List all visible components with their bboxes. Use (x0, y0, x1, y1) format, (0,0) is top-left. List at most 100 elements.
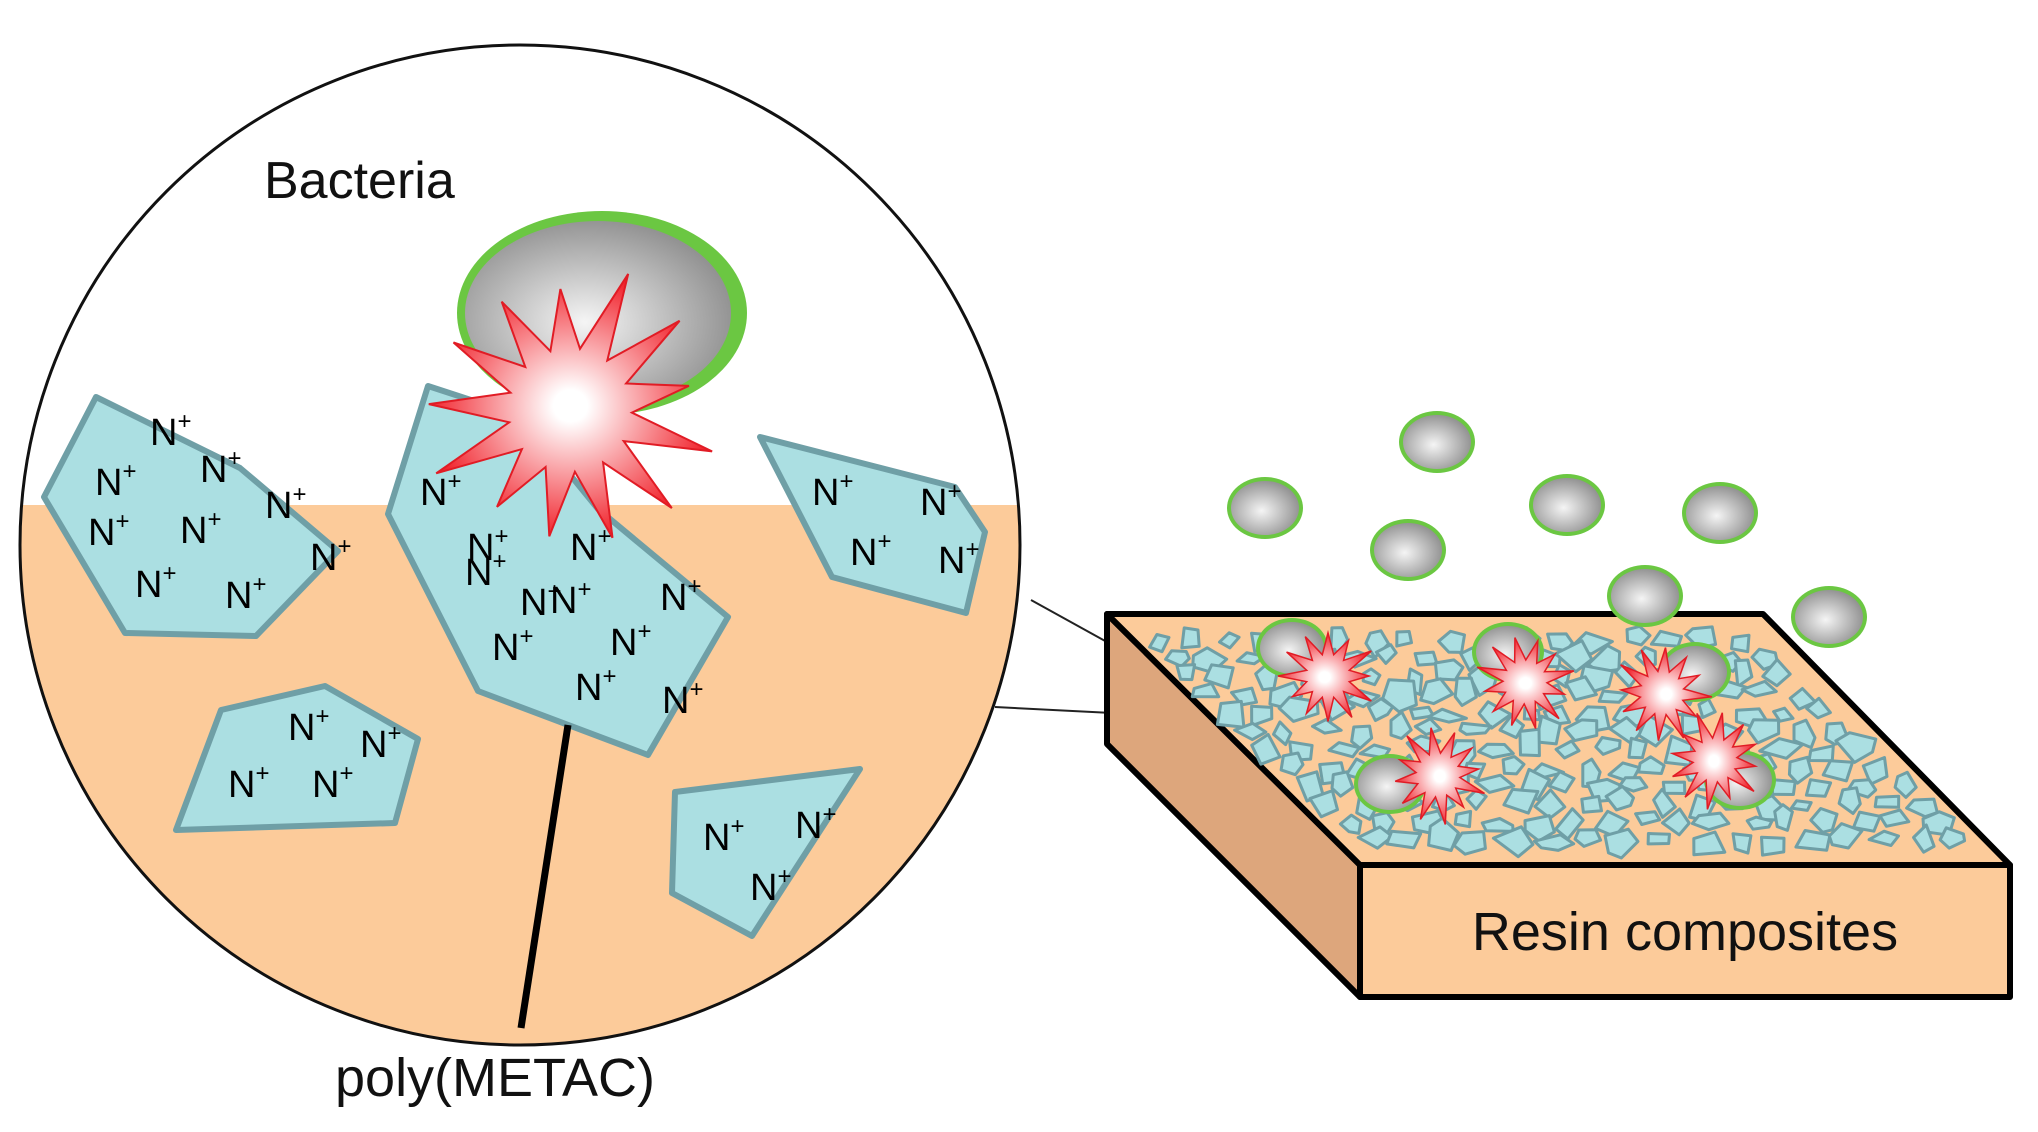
filler-particle (1627, 736, 1648, 760)
filler-particle (1272, 720, 1293, 747)
filler-particle (1453, 676, 1478, 707)
ion-labels: N+N+N+N+N+N+N+N+N+N+N+N+N+N+N+N+N+N+N+N+… (88, 408, 979, 909)
filler-particle (1789, 799, 1813, 812)
filler-particle (1661, 780, 1687, 795)
filler-particle (1603, 827, 1640, 860)
filler-particle (1547, 770, 1576, 794)
filler-particle (1453, 809, 1473, 829)
filler-particle (1277, 695, 1320, 723)
bacterium (1370, 519, 1446, 581)
filler-particle (1356, 825, 1394, 850)
filler-particle (1661, 807, 1691, 837)
filler-particle (1554, 739, 1581, 760)
burst (1669, 712, 1759, 810)
filler-particle (1358, 743, 1392, 760)
filler-particle (1473, 773, 1516, 794)
burst (1277, 629, 1372, 722)
filler-particle (1747, 718, 1781, 745)
filler-particle (1634, 810, 1662, 826)
filler-particle (1311, 718, 1343, 735)
filler-particle (1338, 813, 1363, 835)
bacteria-label: Bacteria (264, 152, 455, 210)
filler-particle (1367, 697, 1395, 722)
filler-particle (1761, 658, 1792, 688)
filler-particle (1745, 815, 1774, 831)
ion-label: N+ (570, 523, 611, 569)
filler-particle (1498, 714, 1525, 740)
filler-particle (1604, 784, 1635, 812)
ion-label: N+ (95, 458, 136, 504)
filler-particle (1350, 724, 1374, 750)
filler-particle (1618, 776, 1649, 793)
filler-particle (1594, 736, 1622, 756)
filler-particle (1787, 755, 1814, 785)
filler-particle (1834, 731, 1878, 764)
filler-particle (1730, 633, 1751, 654)
filler-particle (1861, 756, 1889, 786)
filler-particle (1215, 699, 1246, 729)
ion-label: N+ (812, 468, 853, 514)
filler-particle (1458, 721, 1493, 736)
filler-particle (1554, 639, 1594, 674)
filler-particle (1554, 807, 1585, 841)
burst (1618, 647, 1713, 741)
filler-particle (1564, 675, 1598, 702)
filler-particle (757, 434, 988, 616)
floating-bacteria (1227, 411, 1867, 648)
filler-particle (1361, 667, 1382, 687)
filler-particle (1426, 707, 1468, 724)
filler-particle (1563, 718, 1599, 743)
filler-particle (1637, 755, 1666, 775)
filler-particle (1760, 835, 1786, 857)
filler-particle (1518, 727, 1541, 758)
bacterium (1791, 586, 1867, 648)
bacterium (1227, 477, 1303, 539)
filler-particle (1740, 679, 1778, 698)
polymer-leader-line (517, 724, 572, 1029)
filler-particle (1330, 770, 1355, 798)
filler-particle (669, 766, 863, 939)
filler-particle (1772, 706, 1795, 723)
filler-particle (1733, 658, 1754, 688)
filler-particle (1690, 811, 1731, 832)
filler-particle (1573, 828, 1603, 848)
filler-particle (1804, 778, 1833, 798)
filler-particle (1837, 786, 1862, 815)
filler-particle (1250, 704, 1274, 728)
filler-particle (1427, 816, 1460, 852)
filler-particle (1148, 633, 1171, 654)
filler-particle (1279, 751, 1305, 777)
filler-particle (1491, 825, 1535, 859)
filler-particle (1773, 803, 1794, 832)
filler-particle (1646, 832, 1671, 846)
filler-particle (1308, 789, 1339, 819)
filler-particle (1893, 770, 1918, 799)
filler-particle (1692, 830, 1727, 857)
filler-particle (1230, 686, 1258, 707)
filler-particle (1502, 787, 1540, 815)
bacterium (1529, 474, 1605, 536)
filler-particle (1827, 822, 1864, 850)
filler-particle (173, 683, 421, 833)
filler-particle (1389, 710, 1413, 740)
burst (1394, 727, 1485, 825)
bacterium (1399, 411, 1475, 473)
burst-large (428, 273, 713, 539)
filler-particle (1625, 624, 1652, 647)
filler-particle (1175, 663, 1197, 682)
magnified-view: N+N+N+N+N+N+N+N+N+N+N+N+N+N+N+N+N+N+N+N+… (18, 43, 1022, 1047)
filler-particle (1878, 808, 1911, 828)
filler-particle (1452, 830, 1487, 856)
filler-particle (1867, 829, 1900, 847)
filler-particle (1385, 829, 1423, 850)
filler-particle (1437, 629, 1466, 654)
surface-bursts (1277, 629, 1759, 825)
filler-particle (1164, 649, 1191, 668)
filler-particle (1533, 788, 1567, 820)
filler-particle (1912, 823, 1936, 854)
filler-particle (1233, 721, 1268, 742)
filler-particle (1218, 631, 1241, 650)
filler-particle (1419, 677, 1455, 706)
filler-particles-magnified (41, 383, 988, 939)
filler-particle (1327, 741, 1361, 759)
